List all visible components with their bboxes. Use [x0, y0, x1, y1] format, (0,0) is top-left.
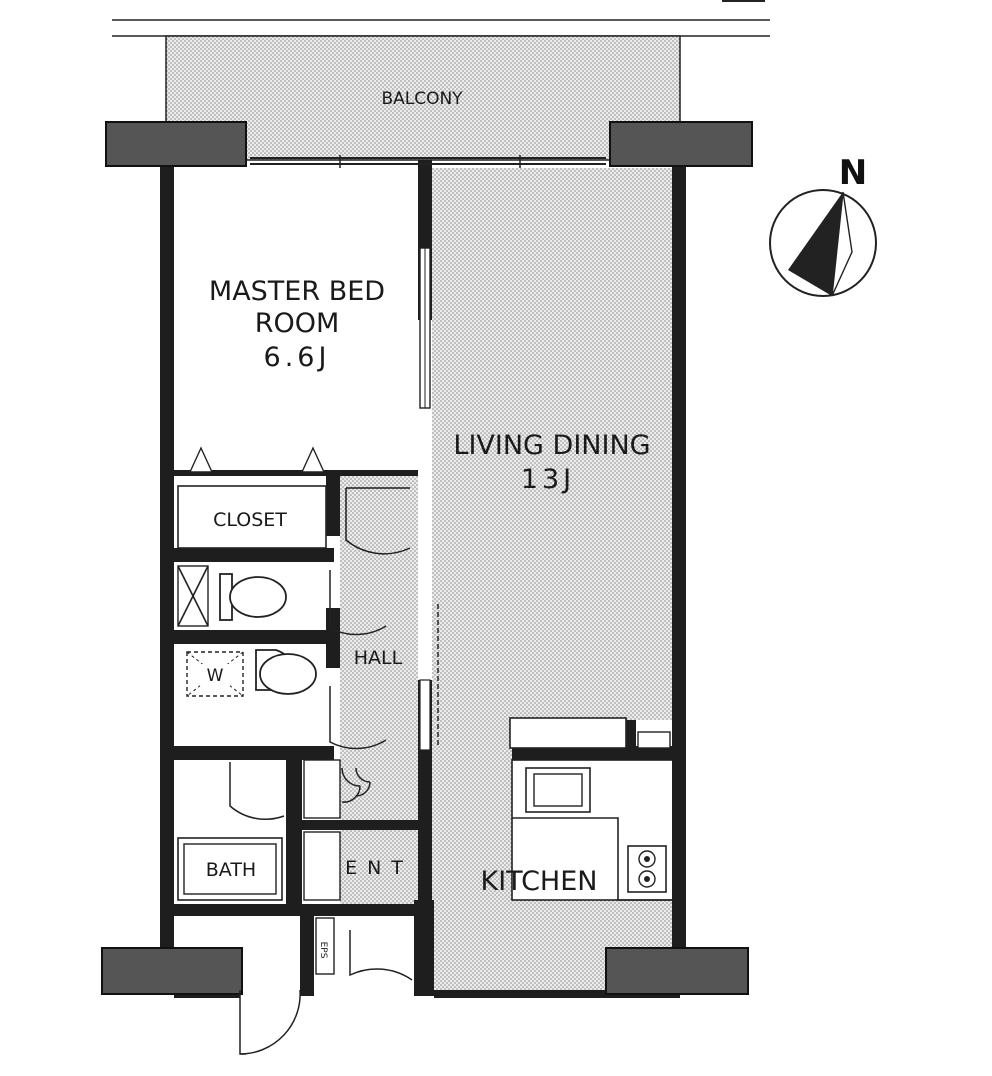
toilet [177, 565, 287, 627]
kitchen-floor [432, 720, 512, 995]
pillars [101, 121, 753, 995]
north-compass [769, 189, 877, 297]
kitchen-label: KITCHEN [481, 866, 598, 897]
hall-floor [340, 470, 418, 910]
exterior-lines [112, 0, 770, 37]
shoe-storage [303, 759, 341, 975]
doors [229, 487, 413, 1055]
compass-north-label: N [839, 153, 867, 193]
sliding-partition [419, 247, 439, 751]
master-bedroom-label-2: ROOM [255, 308, 340, 339]
bathtub [177, 837, 283, 901]
master-bedroom-size: 6.6J [264, 342, 331, 373]
washer-label: W [207, 666, 224, 686]
living-dining-floor [432, 168, 672, 720]
living-dining-size: 13J [521, 464, 575, 495]
master-bedroom-label: MASTER BED [209, 276, 385, 307]
living-dining-label: LIVING DINING [453, 430, 650, 461]
floor-areas [340, 168, 680, 995]
hall-label: HALL [354, 647, 403, 669]
closet [177, 446, 327, 549]
walls [160, 160, 686, 998]
eps-label: EPS [318, 942, 328, 959]
room-labels: BALCONY MASTER BED ROOM 6.6J LIVING DINI… [206, 89, 867, 959]
balcony [165, 35, 681, 161]
kitchen-fixtures [509, 717, 672, 901]
closet-label: CLOSET [213, 509, 287, 531]
compass-needle [788, 192, 843, 296]
washroom [186, 649, 317, 697]
entrance-label: ENT [345, 857, 413, 879]
balcony-windows [250, 155, 606, 168]
bath-label: BATH [206, 859, 256, 881]
balcony-label: BALCONY [381, 89, 463, 109]
